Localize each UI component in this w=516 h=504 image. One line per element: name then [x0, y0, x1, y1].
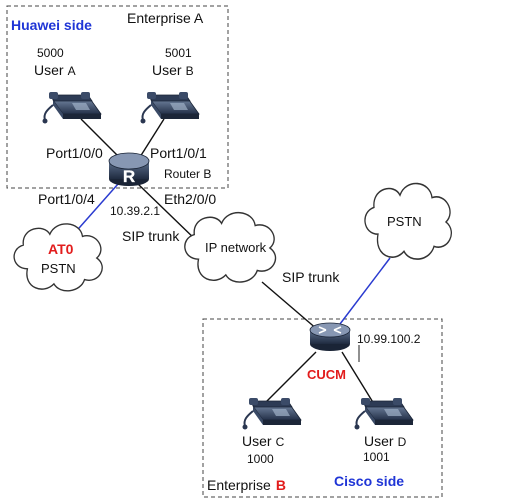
- user-d-number: 1001: [363, 450, 390, 464]
- router-icon-letter: R: [123, 167, 135, 186]
- cucm-label: CUCM: [307, 367, 346, 382]
- phone-d-icon[interactable]: [353, 397, 414, 431]
- port-1-0-0-label: Port1/0/0: [46, 145, 103, 161]
- pstn-cloud-left: [13, 223, 103, 292]
- enterprise-b-boundary: [202, 318, 443, 498]
- router-icon[interactable]: R: [108, 152, 150, 186]
- port-1-0-4-label: Port1/0/4: [38, 191, 95, 207]
- cucm-ip-label: 10.99.100.2: [357, 332, 421, 346]
- cisco-side-label: Cisco side: [334, 473, 404, 489]
- port-1-0-1-label: Port1/0/1: [150, 145, 207, 161]
- user-a-number: 5000: [37, 46, 64, 60]
- phone-c-icon[interactable]: [241, 397, 302, 431]
- phone-a-icon[interactable]: [41, 91, 102, 125]
- cucm-router-icon[interactable]: [309, 322, 351, 352]
- enterprise-a-title: Enterprise A: [127, 10, 204, 26]
- link-cucm-pstn: [339, 257, 391, 325]
- huawei-side-label: Huawei side: [11, 17, 92, 33]
- link-ipnet-cucm: [261, 281, 319, 331]
- link-cucm-phone-d: [341, 351, 375, 405]
- at0-label: AT0: [48, 241, 74, 257]
- router-name-label: Router B: [164, 167, 211, 181]
- link-router-pstn: [71, 183, 119, 237]
- enterprise-a-boundary: [6, 5, 229, 189]
- port-eth-2-0-0-label: Eth2/0/0: [164, 191, 216, 207]
- link-phone-a-router: [80, 118, 121, 159]
- phone-b-icon[interactable]: [139, 91, 200, 125]
- pstn-right-label: PSTN: [387, 214, 422, 229]
- link-phone-b-router: [139, 118, 165, 158]
- router-ip-label: 10.39.2.1: [110, 204, 160, 218]
- user-b-number: 5001: [165, 46, 192, 60]
- ip-network-label: IP network: [205, 240, 267, 255]
- link-router-ipnet: [137, 183, 199, 243]
- sip-trunk-right-label: SIP trunk: [282, 269, 340, 285]
- link-cucm-phone-c: [263, 351, 317, 405]
- pstn-left-label: PSTN: [41, 261, 76, 276]
- user-c-number: 1000: [247, 452, 274, 466]
- sip-trunk-left-label: SIP trunk: [122, 228, 180, 244]
